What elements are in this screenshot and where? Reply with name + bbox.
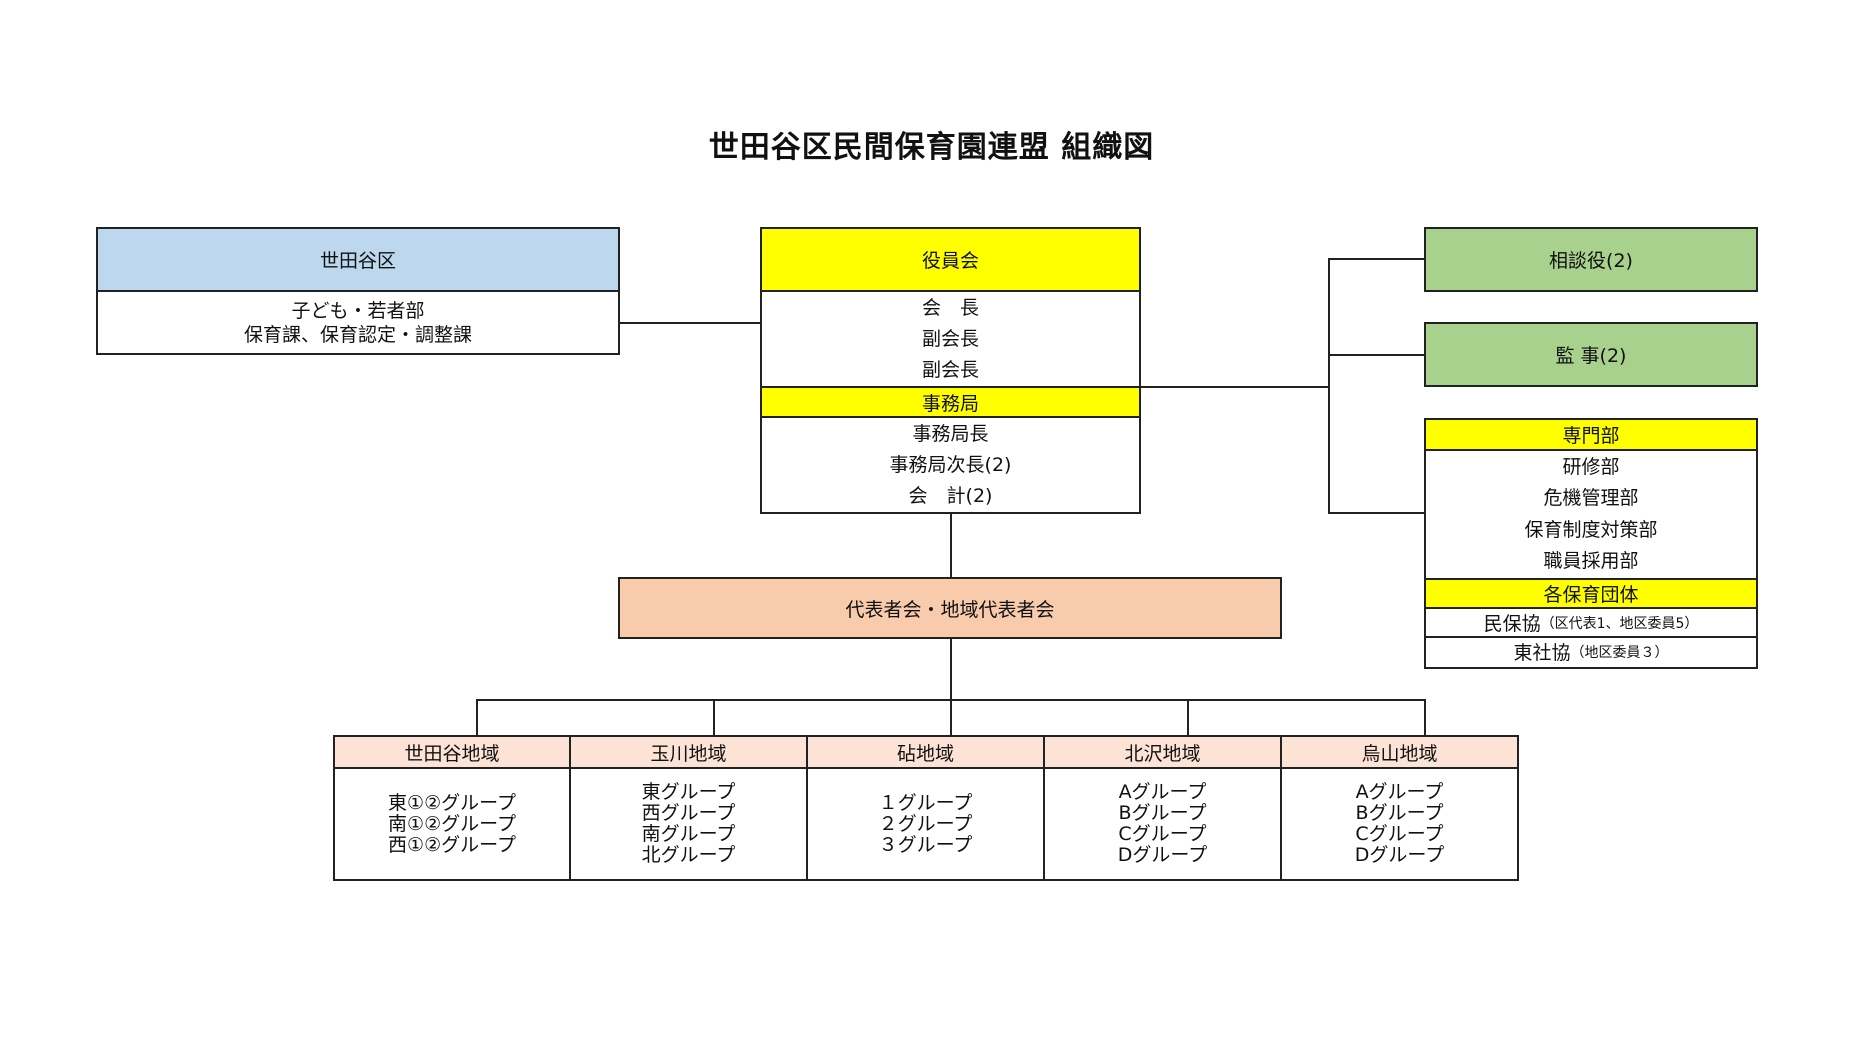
officers-header: 役員会 xyxy=(762,229,1139,292)
connector-ward-officers xyxy=(620,322,762,324)
region-groups: 東グループ 西グループ 南グループ 北グループ xyxy=(571,769,806,879)
region-group: 西グループ xyxy=(641,802,736,824)
department-item: 危機管理部 xyxy=(1543,487,1639,509)
ward-department-line: 子ども・若者部 xyxy=(291,299,425,322)
region-name: 世田谷地域 xyxy=(335,737,569,769)
department-item: 研修部 xyxy=(1562,455,1620,478)
setagaya-ward-box: 世田谷区 子ども・若者部 保育課、保育認定・調整課 xyxy=(96,227,620,355)
region-group: Dグループ xyxy=(1354,844,1445,866)
department-item: 保育制度対策部 xyxy=(1524,518,1658,541)
region-name: 砧地域 xyxy=(808,737,1043,769)
childcare-group-note: （区代表1、地区委員5） xyxy=(1540,615,1699,632)
setagaya-ward-departments: 子ども・若者部 保育課、保育認定・調整課 xyxy=(98,292,618,353)
childcare-groups-header: 各保育団体 xyxy=(1426,578,1756,609)
connector-officers-right xyxy=(1140,386,1330,388)
region-karasuyama: 烏山地域 Aグループ Bグループ Cグループ Dグループ xyxy=(1280,735,1519,881)
chart-title: 世田谷区民間保育園連盟 組織図 xyxy=(708,130,1155,165)
region-name: 烏山地域 xyxy=(1282,737,1517,769)
region-name: 北沢地域 xyxy=(1045,737,1280,769)
auditors-label: 監 事(2) xyxy=(1555,345,1627,367)
secretariat-member: 事務局次長(2) xyxy=(889,453,1012,476)
region-group: Bグループ xyxy=(1355,802,1444,824)
childcare-group-row: 東社協（地区委員３） xyxy=(1426,638,1756,665)
connector-region-2 xyxy=(713,699,715,736)
region-groups: １グループ ２グループ ３グループ xyxy=(808,769,1043,879)
region-group: Cグループ xyxy=(1118,823,1207,845)
childcare-group-row: 民保協（区代表1、地区委員5） xyxy=(1426,609,1756,638)
region-group: Bグループ xyxy=(1118,802,1207,824)
setagaya-ward-header: 世田谷区 xyxy=(98,229,618,292)
region-group: Aグループ xyxy=(1355,781,1444,803)
region-group: Dグループ xyxy=(1117,844,1208,866)
connector-region-5 xyxy=(1424,699,1426,736)
connector-auditors xyxy=(1328,354,1426,356)
region-group: ２グループ xyxy=(878,812,973,835)
region-group: １グループ xyxy=(878,791,973,814)
secretariat-member: 事務局長 xyxy=(912,422,989,445)
departments-header: 専門部 xyxy=(1426,420,1756,451)
secretariat-header: 事務局 xyxy=(762,386,1139,418)
region-tamagawa: 玉川地域 東グループ 西グループ 南グループ 北グループ xyxy=(569,735,808,881)
region-kinuta: 砧地域 １グループ ２グループ ３グループ xyxy=(806,735,1045,881)
secretariat-members: 事務局長 事務局次長(2) 会 計(2) xyxy=(762,418,1139,512)
connector-departments xyxy=(1328,512,1426,514)
secretariat-member: 会 計(2) xyxy=(908,484,993,507)
connector-region-3 xyxy=(950,699,952,736)
region-groups: Aグループ Bグループ Cグループ Dグループ xyxy=(1045,769,1280,879)
ward-department-line: 保育課、保育認定・調整課 xyxy=(243,323,472,346)
region-groups: Aグループ Bグループ Cグループ Dグループ xyxy=(1282,769,1517,879)
auditors-box: 監 事(2) xyxy=(1424,322,1758,387)
region-group: 東①②グループ xyxy=(388,791,516,814)
region-group: Aグループ xyxy=(1118,781,1207,803)
connector-right-trunk xyxy=(1328,258,1330,514)
officer-member: 会 長 xyxy=(921,296,979,319)
childcare-group-name: 民保協 xyxy=(1483,613,1541,635)
advisors-box: 相談役(2) xyxy=(1424,227,1758,292)
childcare-group-note: （地区委員３） xyxy=(1570,644,1669,661)
region-group: ３グループ xyxy=(878,833,973,856)
representatives-label: 代表者会・地域代表者会 xyxy=(845,598,1055,621)
connector-reps-regions xyxy=(950,638,952,700)
connector-officers-reps xyxy=(950,512,952,578)
region-setagaya: 世田谷地域 東①②グループ 南①②グループ 西①②グループ xyxy=(333,735,571,881)
representatives-box: 代表者会・地域代表者会 xyxy=(618,577,1282,639)
connector-region-1 xyxy=(476,699,478,736)
departments-box: 専門部 研修部 危機管理部 保育制度対策部 職員採用部 各保育団体 民保協（区代… xyxy=(1424,418,1758,669)
region-groups: 東①②グループ 南①②グループ 西①②グループ xyxy=(335,769,569,879)
region-group: 東グループ xyxy=(641,781,736,803)
region-group: 北グループ xyxy=(641,844,736,866)
region-name: 玉川地域 xyxy=(571,737,806,769)
officers-box: 役員会 会 長 副会長 副会長 事務局 事務局長 事務局次長(2) 会 計(2) xyxy=(760,227,1141,514)
department-item: 職員採用部 xyxy=(1543,550,1639,572)
region-group: 南①②グループ xyxy=(388,812,516,835)
region-kitazawa: 北沢地域 Aグループ Bグループ Cグループ Dグループ xyxy=(1043,735,1282,881)
connector-region-4 xyxy=(1187,699,1189,736)
connector-advisors xyxy=(1328,258,1426,260)
departments-list: 研修部 危機管理部 保育制度対策部 職員採用部 xyxy=(1426,451,1756,578)
officers-members: 会 長 副会長 副会長 xyxy=(762,292,1139,386)
childcare-group-name: 東社協 xyxy=(1513,642,1571,664)
region-group: 西①②グループ xyxy=(388,833,516,856)
region-group: Cグループ xyxy=(1355,823,1444,845)
officer-member: 副会長 xyxy=(921,327,979,350)
officer-member: 副会長 xyxy=(921,358,979,381)
region-group: 南グループ xyxy=(641,823,736,845)
advisors-label: 相談役(2) xyxy=(1549,250,1633,272)
